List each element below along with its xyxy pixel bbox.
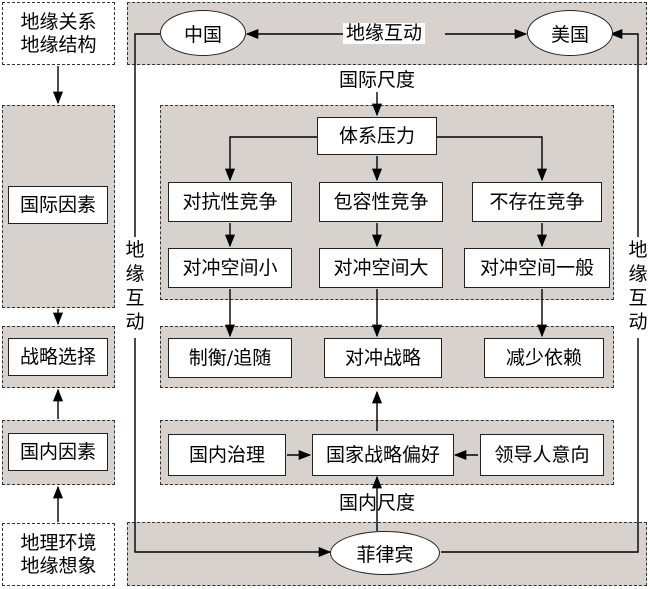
- hedging-space-small-label: 对冲空间小: [182, 256, 278, 279]
- vertical-char: 缘: [125, 263, 145, 285]
- geo-environment-box: 地理环境 地缘想象: [2, 523, 115, 586]
- balance-follow-box: 制衡/追随: [168, 338, 292, 378]
- hedging-space-large-label: 对冲空间大: [333, 256, 429, 279]
- no-competition-box: 不存在竞争: [472, 182, 602, 222]
- geo-relations-label: 地缘关系: [20, 10, 97, 33]
- hedging-strategy-box: 对冲战略: [324, 338, 442, 378]
- china-node: 中国: [160, 10, 246, 56]
- strategic-preference-label: 国家战略偏好: [325, 443, 440, 466]
- international-factors-label: 国际因素: [19, 193, 96, 216]
- right-interaction-label: 地缘互动: [627, 238, 649, 334]
- domestic-scale-label: 国内尺度: [339, 492, 416, 514]
- geo-structure-label: 地缘结构: [20, 33, 97, 56]
- hedging-space-small-box: 对冲空间小: [168, 248, 292, 288]
- strategy-choice-box: 战略选择: [8, 338, 108, 376]
- inclusive-competition-label: 包容性竞争: [333, 190, 429, 213]
- balance-follow-label: 制衡/追随: [188, 346, 272, 369]
- vertical-char: 地: [125, 239, 145, 261]
- geo-relations-box: 地缘关系 地缘结构: [2, 2, 115, 65]
- reduce-dependence-label: 减少依赖: [505, 346, 582, 369]
- adversarial-competition-box: 对抗性竞争: [168, 182, 292, 222]
- philippines-label: 菲律宾: [356, 543, 414, 566]
- system-pressure-label: 体系压力: [338, 124, 415, 147]
- vertical-char: 互: [125, 287, 145, 309]
- hedging-space-medium-box: 对冲空间一般: [464, 248, 610, 288]
- international-factors-box: 国际因素: [8, 186, 108, 224]
- reduce-dependence-box: 减少依赖: [484, 338, 604, 378]
- domestic-factors-box: 国内因素: [8, 433, 108, 471]
- hedging-strategy-label: 对冲战略: [344, 346, 421, 369]
- vertical-char: 缘: [628, 263, 648, 285]
- no-competition-label: 不存在竞争: [489, 190, 585, 213]
- domestic-governance-box: 国内治理: [168, 434, 286, 476]
- adversarial-competition-label: 对抗性竞争: [182, 190, 278, 213]
- hedging-space-large-box: 对冲空间大: [319, 248, 443, 288]
- usa-label: 美国: [550, 23, 589, 46]
- leader-intention-box: 领导人意向: [480, 434, 604, 476]
- geo-environment-label: 地理环境: [20, 531, 97, 554]
- system-pressure-box: 体系压力: [317, 117, 437, 155]
- left-interaction-label: 地缘互动: [124, 238, 146, 334]
- international-scale-label: 国际尺度: [336, 70, 419, 91]
- usa-node: 美国: [527, 10, 613, 56]
- strategic-preference-box: 国家战略偏好: [312, 434, 454, 476]
- leader-intention-label: 领导人意向: [494, 443, 590, 466]
- domestic-factors-label: 国内因素: [19, 440, 96, 463]
- philippines-node: 菲律宾: [330, 531, 440, 575]
- hedging-space-medium-label: 对冲空间一般: [479, 256, 594, 279]
- vertical-char: 互: [628, 287, 648, 309]
- geo-imagination-label: 地缘想象: [20, 554, 97, 577]
- top-interaction-label: 地缘互动: [343, 23, 426, 44]
- vertical-char: 地: [628, 239, 648, 261]
- domestic-governance-label: 国内治理: [188, 443, 265, 466]
- china-label: 中国: [183, 23, 222, 46]
- strategy-choice-label: 战略选择: [19, 345, 96, 368]
- vertical-char: 动: [125, 311, 145, 333]
- inclusive-competition-box: 包容性竞争: [319, 182, 443, 222]
- vertical-char: 动: [628, 311, 648, 333]
